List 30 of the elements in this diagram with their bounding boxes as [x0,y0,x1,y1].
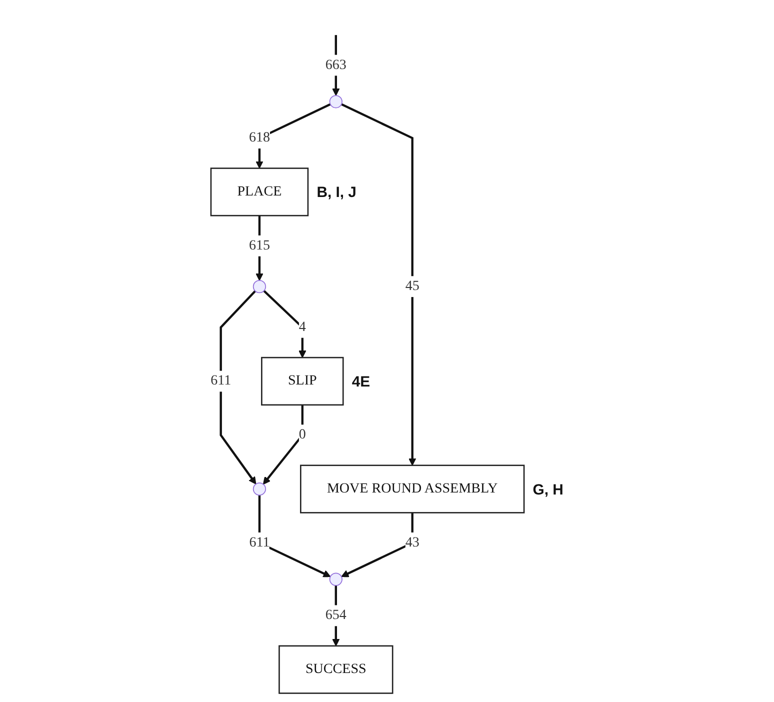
arrow [263,290,306,358]
edge-label: 663 [325,57,346,72]
edge-label: 45 [405,278,420,294]
edge-label: 43 [405,535,420,550]
node-dot [252,482,266,496]
node-annotation: 4E [352,374,370,390]
node-dot [329,95,342,108]
edge-label: 615 [248,238,270,253]
node-box: MOVE ROUND ASSEMBLY [300,464,525,514]
arrow [340,103,416,466]
edge-label: 654 [325,608,346,623]
arrow [332,585,340,646]
arrow [258,495,331,578]
node-box: SLIP [261,356,344,406]
node-dot [252,280,266,294]
node-box: SUCCESS [278,645,394,694]
edge-label: 611 [249,535,270,550]
arrow [262,404,304,485]
arrow [256,103,331,169]
arrow [332,35,340,96]
node-dot [329,572,342,586]
edge-label: 618 [248,130,270,146]
arrow [341,512,414,578]
edge-label: 4 [298,319,306,334]
node-annotation: B, I, J [316,185,356,202]
arrow [220,290,256,484]
node-annotation: G, H [532,482,564,498]
edge-label: 0 [298,427,306,442]
edge-label: 611 [210,373,232,388]
node-box: PLACE [210,168,309,216]
